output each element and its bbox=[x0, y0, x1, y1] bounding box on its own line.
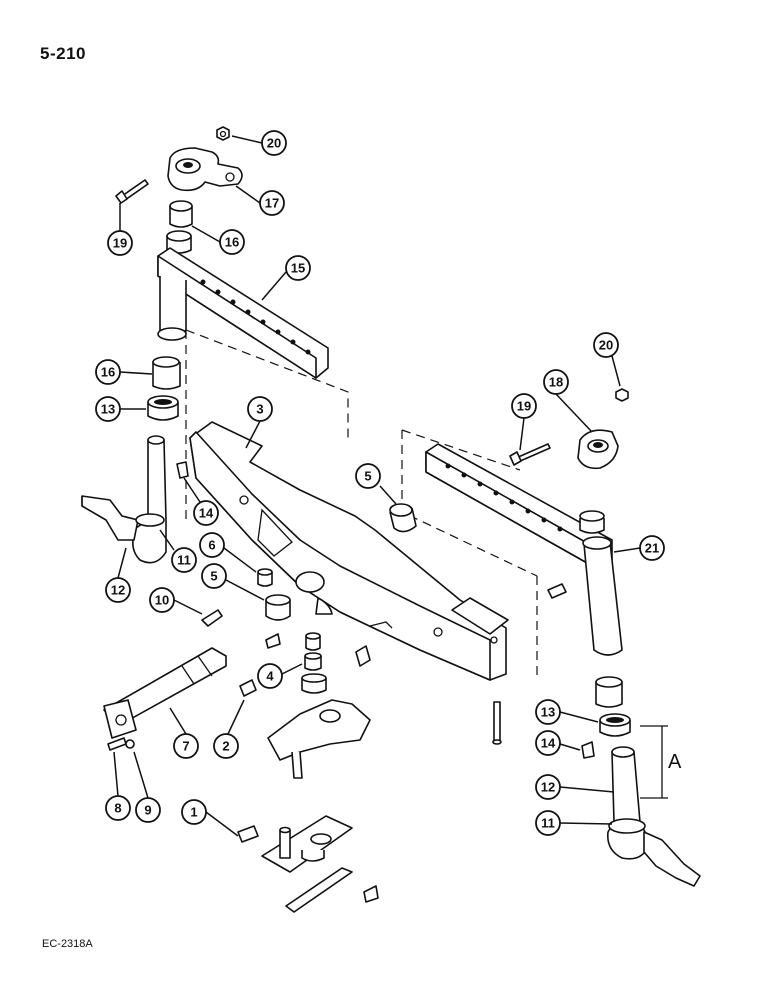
svg-text:19: 19 bbox=[517, 399, 531, 414]
steering-arm-clamp-right bbox=[577, 429, 619, 470]
bolt-top-left bbox=[115, 179, 149, 204]
pivot-pin bbox=[103, 647, 227, 739]
callout-11-right: 11 bbox=[535, 810, 561, 836]
callout-5-left: 5 bbox=[201, 563, 227, 589]
callout-12-right: 12 bbox=[535, 774, 561, 800]
axle-extension-right bbox=[425, 443, 623, 656]
nut-top bbox=[216, 126, 230, 141]
steering-spindle-left bbox=[81, 435, 167, 564]
bushing-right-lower bbox=[595, 676, 623, 708]
steering-arm-clamp-top bbox=[167, 147, 243, 192]
svg-text:14: 14 bbox=[199, 506, 214, 521]
callout-20-right: 20 bbox=[593, 332, 619, 358]
callout-17: 17 bbox=[259, 190, 285, 216]
bushing-upper bbox=[166, 200, 193, 254]
axle-beam bbox=[189, 421, 509, 681]
bushing-pivot bbox=[257, 568, 291, 621]
steering-spindle-right bbox=[606, 746, 701, 887]
bushing-stack bbox=[301, 632, 327, 694]
callout-13-right: 13 bbox=[535, 699, 561, 725]
svg-text:13: 13 bbox=[541, 705, 555, 720]
callout-2: 2 bbox=[213, 733, 239, 759]
figure-code: EC-2318A bbox=[42, 938, 93, 950]
svg-text:9: 9 bbox=[144, 803, 151, 818]
svg-text:5: 5 bbox=[364, 469, 371, 484]
bushing-center bbox=[389, 503, 417, 533]
callout-7: 7 bbox=[173, 733, 199, 759]
callout-19-right: 19 bbox=[511, 393, 537, 419]
seal-left bbox=[147, 395, 179, 421]
bolt-right bbox=[509, 443, 551, 466]
svg-text:17: 17 bbox=[265, 196, 279, 211]
callout-20-top: 20 bbox=[261, 130, 287, 156]
callout-21: 21 bbox=[639, 535, 665, 561]
callout-16-lower: 16 bbox=[95, 359, 121, 385]
woodruff-key-left bbox=[176, 461, 189, 479]
callout-13-left: 13 bbox=[95, 396, 121, 422]
svg-text:1: 1 bbox=[190, 805, 197, 820]
callout-4: 4 bbox=[257, 663, 283, 689]
svg-text:13: 13 bbox=[101, 402, 115, 417]
dimension-label: A bbox=[668, 751, 682, 773]
callout-15: 15 bbox=[285, 255, 311, 281]
callout-1: 1 bbox=[181, 799, 207, 825]
bolt-pin-retainer bbox=[107, 737, 135, 751]
svg-text:4: 4 bbox=[266, 669, 274, 684]
callout-14-right: 14 bbox=[535, 730, 561, 756]
svg-text:6: 6 bbox=[208, 538, 215, 553]
callout-14-left: 14 bbox=[193, 500, 219, 526]
shim-plates bbox=[237, 815, 379, 913]
svg-text:14: 14 bbox=[541, 736, 556, 751]
callout-16-upper: 16 bbox=[219, 229, 245, 255]
svg-text:20: 20 bbox=[599, 338, 613, 353]
svg-text:2: 2 bbox=[222, 739, 229, 754]
svg-text:18: 18 bbox=[549, 375, 563, 390]
svg-text:12: 12 bbox=[111, 583, 125, 598]
svg-text:20: 20 bbox=[267, 136, 281, 151]
nut-right bbox=[615, 388, 629, 402]
dimension-a: A bbox=[640, 725, 682, 799]
svg-text:12: 12 bbox=[541, 780, 555, 795]
svg-text:21: 21 bbox=[645, 541, 659, 556]
svg-text:5: 5 bbox=[210, 569, 217, 584]
svg-text:16: 16 bbox=[225, 235, 239, 250]
callout-3: 3 bbox=[247, 396, 273, 422]
page-number: 5-210 bbox=[40, 44, 86, 63]
woodruff-key-right bbox=[581, 741, 595, 759]
callout-10: 10 bbox=[149, 587, 175, 613]
svg-text:11: 11 bbox=[541, 816, 555, 831]
callout-5-center: 5 bbox=[355, 463, 381, 489]
svg-text:15: 15 bbox=[291, 261, 305, 276]
axle-extension-left bbox=[157, 247, 329, 379]
callout-11-left: 11 bbox=[171, 547, 197, 573]
svg-text:3: 3 bbox=[256, 402, 263, 417]
svg-text:8: 8 bbox=[114, 801, 121, 816]
callout-8: 8 bbox=[105, 795, 131, 821]
svg-text:11: 11 bbox=[177, 553, 191, 568]
bushing-left-lower bbox=[152, 356, 181, 390]
callout-12-left: 12 bbox=[105, 577, 131, 603]
callouts: 20 17 19 16 15 16 13 3 14 11 12 6 5 5 10… bbox=[95, 130, 665, 837]
svg-text:19: 19 bbox=[113, 236, 127, 251]
svg-text:7: 7 bbox=[182, 739, 189, 754]
svg-text:16: 16 bbox=[101, 365, 115, 380]
pivot-bracket bbox=[267, 699, 371, 779]
callout-18: 18 bbox=[543, 369, 569, 395]
callout-19-left: 19 bbox=[107, 230, 133, 256]
seal-right bbox=[599, 713, 631, 737]
grease-fittings bbox=[201, 583, 567, 745]
callout-9: 9 bbox=[135, 797, 161, 823]
callout-6: 6 bbox=[199, 532, 225, 558]
svg-text:10: 10 bbox=[155, 593, 169, 608]
